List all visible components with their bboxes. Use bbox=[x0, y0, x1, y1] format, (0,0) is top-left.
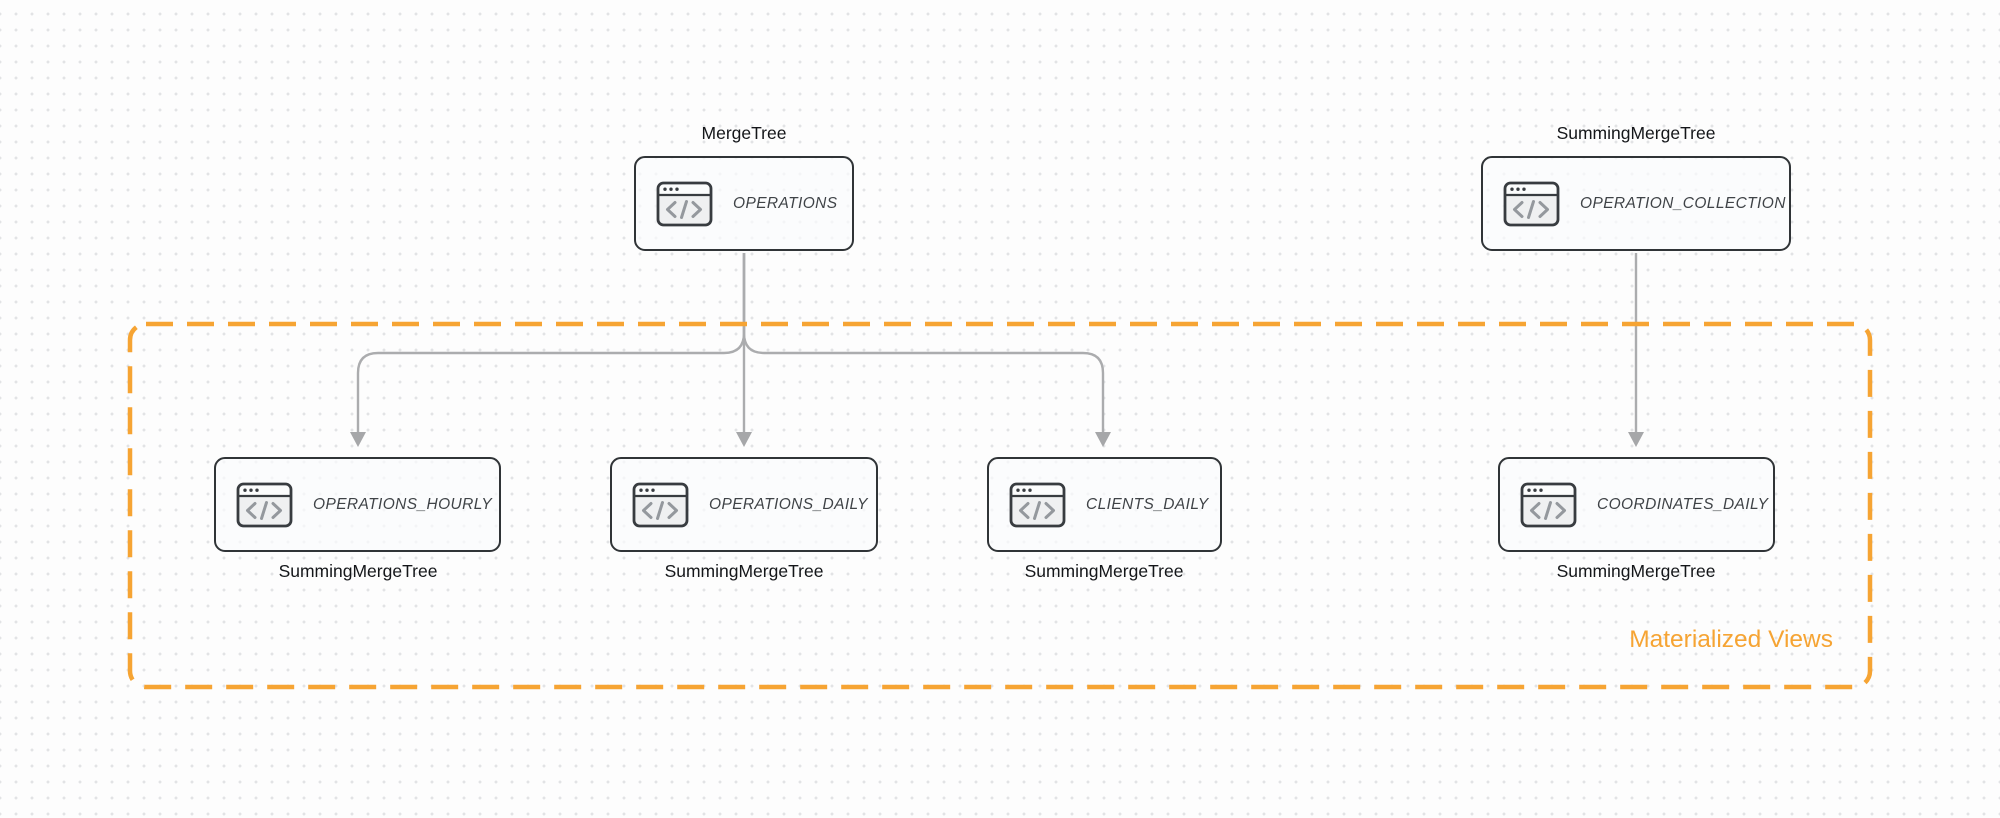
engine-label-operations: MergeTree bbox=[701, 123, 787, 143]
node-operations-daily[interactable]: OPERATIONS_DAILY bbox=[610, 457, 878, 552]
node-label: OPERATIONS_HOURLY bbox=[313, 495, 493, 513]
arrowhead-icon bbox=[350, 432, 366, 447]
node-label: OPERATION_COLLECTION bbox=[1580, 194, 1786, 212]
node-label: OPERATIONS bbox=[733, 194, 838, 212]
code-window-icon bbox=[1520, 482, 1577, 528]
code-window-icon bbox=[1503, 181, 1560, 227]
engine-label-operations-daily: SummingMergeTree bbox=[664, 561, 824, 581]
node-label: OPERATIONS_DAILY bbox=[709, 495, 868, 513]
node-operations[interactable]: OPERATIONS bbox=[634, 156, 854, 251]
code-window-icon bbox=[632, 482, 689, 528]
edge-operations-to-clients-daily bbox=[742, 253, 1105, 433]
node-coordinates-daily[interactable]: COORDINATES_DAILY bbox=[1498, 457, 1775, 552]
node-operations-hourly[interactable]: OPERATIONS_HOURLY bbox=[214, 457, 501, 552]
node-label: CLIENTS_DAILY bbox=[1086, 495, 1209, 513]
node-operation-collection[interactable]: OPERATION_COLLECTION bbox=[1481, 156, 1791, 251]
arrowhead-icon bbox=[736, 432, 752, 447]
materialized-views-caption: Materialized Views bbox=[1629, 626, 1833, 653]
arrowhead-icon bbox=[1095, 432, 1111, 447]
edge-operations-to-operations-hourly bbox=[356, 253, 746, 433]
code-window-icon bbox=[236, 482, 293, 528]
engine-label-operation-collection: SummingMergeTree bbox=[1556, 123, 1716, 143]
engine-label-coordinates-daily: SummingMergeTree bbox=[1556, 561, 1716, 581]
node-clients-daily[interactable]: CLIENTS_DAILY bbox=[987, 457, 1222, 552]
code-window-icon bbox=[1009, 482, 1066, 528]
engine-label-clients-daily: SummingMergeTree bbox=[1024, 561, 1184, 581]
code-window-icon bbox=[656, 181, 713, 227]
engine-label-operations-hourly: SummingMergeTree bbox=[278, 561, 438, 581]
arrowhead-icon bbox=[1628, 432, 1644, 447]
node-label: COORDINATES_DAILY bbox=[1597, 495, 1769, 513]
